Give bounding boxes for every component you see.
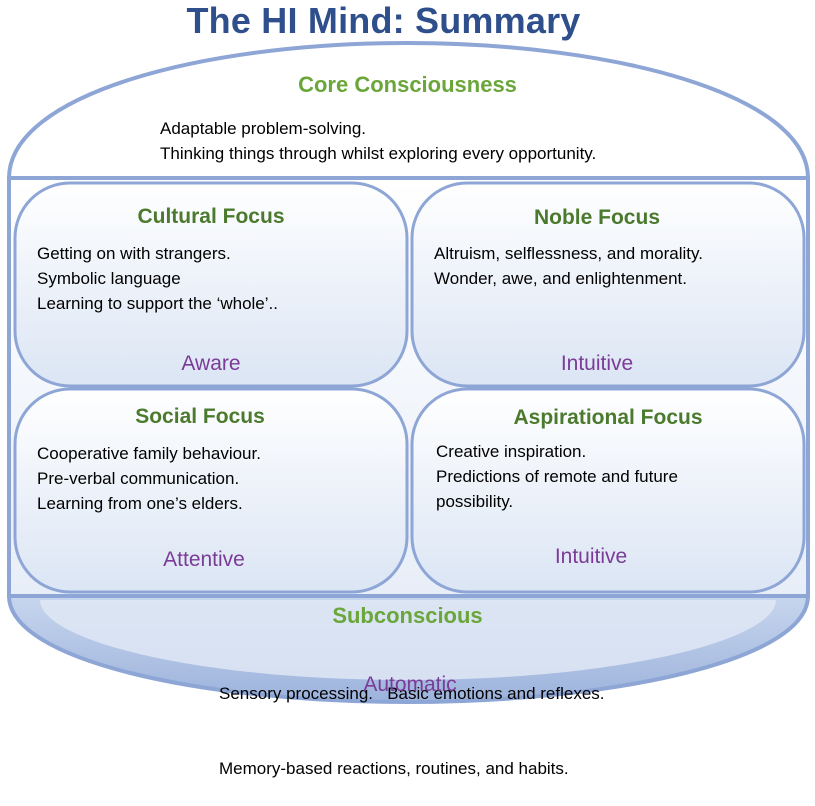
aspirational-text: Creative inspiration. Predictions of rem… xyxy=(436,439,678,514)
cultural-line: Learning to support the ‘whole’.. xyxy=(37,294,278,313)
cultural-line: Symbolic language xyxy=(37,269,181,288)
social-line: Learning from one’s elders. xyxy=(37,494,243,513)
aspirational-line: Predictions of remote and future xyxy=(436,467,678,486)
subconscious-inner-panel xyxy=(40,600,776,680)
aspirational-box xyxy=(410,387,806,594)
cultural-text: Getting on with strangers. Symbolic lang… xyxy=(37,241,278,316)
subconscious-line: Memory-based reactions, routines, and ha… xyxy=(219,759,569,778)
noble-heading: Noble Focus xyxy=(533,206,660,229)
social-box xyxy=(13,387,409,594)
page-title: The HI Mind: Summary xyxy=(186,0,581,41)
social-line: Pre-verbal communication. xyxy=(37,469,240,488)
social-line: Cooperative family behaviour. xyxy=(37,444,261,463)
subconscious-line: Sensory processing. Basic emotions and r… xyxy=(219,684,605,703)
cultural-tag: Aware xyxy=(181,352,241,375)
social-heading: Social Focus xyxy=(135,405,265,428)
core-text: Adaptable problem-solving. Thinking thin… xyxy=(160,116,596,166)
social-text: Cooperative family behaviour. Pre-verbal… xyxy=(37,441,261,516)
aspirational-line: Creative inspiration. xyxy=(436,442,587,461)
aspirational-heading: Aspirational Focus xyxy=(513,406,703,429)
subconscious-tag: Automatic xyxy=(363,673,457,696)
noble-tag: Intuitive xyxy=(560,352,634,375)
noble-text: Altruism, selflessness, and morality. Wo… xyxy=(434,241,703,291)
subconscious-heading: Subconscious xyxy=(332,603,483,628)
noble-line: Wonder, awe, and enlightenment. xyxy=(434,269,687,288)
subconscious-text: Sensory processing. Basic emotions and r… xyxy=(219,631,605,806)
cultural-line: Getting on with strangers. xyxy=(37,244,231,263)
aspirational-tag: Intuitive xyxy=(554,545,628,568)
noble-line: Altruism, selflessness, and morality. xyxy=(434,244,703,263)
core-line: Adaptable problem-solving. xyxy=(160,119,367,138)
diagram-graphic xyxy=(6,40,811,705)
social-tag: Attentive xyxy=(163,548,245,571)
cultural-box xyxy=(13,181,409,388)
aspirational-line: possibility. xyxy=(436,492,514,511)
core-dome xyxy=(6,40,811,180)
core-heading: Core Consciousness xyxy=(298,72,517,97)
noble-box xyxy=(410,181,806,388)
core-line: Thinking things through whilst exploring… xyxy=(160,144,597,163)
cultural-heading: Cultural Focus xyxy=(137,205,285,228)
